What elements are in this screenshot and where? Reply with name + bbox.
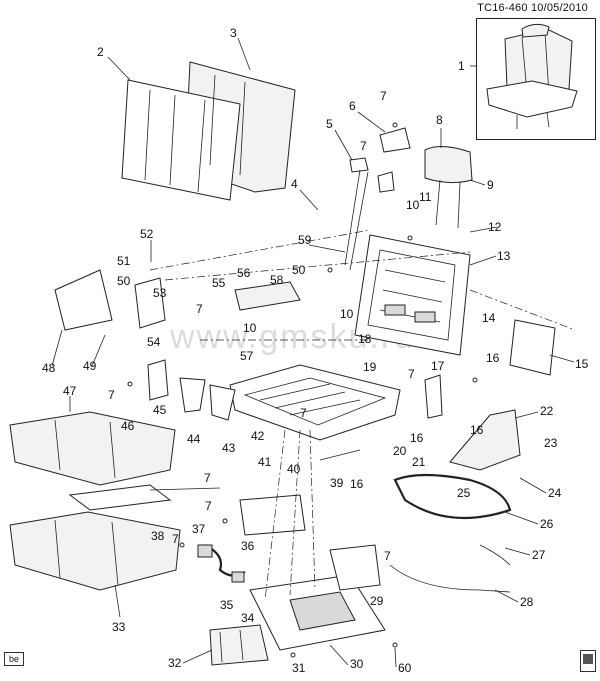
callout-60: 60 <box>398 661 412 675</box>
callout-44: 44 <box>187 432 201 446</box>
leader-lines <box>51 37 575 668</box>
callout-50b: 50 <box>292 263 306 277</box>
callout-16d: 16 <box>350 477 364 491</box>
callout-42: 42 <box>251 429 265 443</box>
callout-10a: 10 <box>406 198 420 212</box>
callout-11: 11 <box>419 190 432 204</box>
callout-34: 34 <box>241 611 255 625</box>
trim-pieces <box>234 281 556 376</box>
callout-35: 35 <box>220 598 234 612</box>
callout-17: 17 <box>431 359 445 373</box>
diagram-code: TC16-460 10/05/2010 <box>477 2 588 14</box>
reference-lines <box>149 229 576 341</box>
callout-40: 40 <box>287 462 301 476</box>
callout-2: 2 <box>97 45 104 59</box>
callout-7e: 7 <box>204 471 211 485</box>
callout-48: 48 <box>42 361 56 375</box>
seat-belt-assembly <box>344 127 411 271</box>
callout-16c: 16 <box>410 431 424 445</box>
callout-43: 43 <box>222 441 236 455</box>
callout-59: 59 <box>298 233 312 247</box>
callout-3: 3 <box>230 26 237 40</box>
callout-37: 37 <box>192 522 206 536</box>
callout-29: 29 <box>370 594 384 608</box>
seat-frame <box>229 364 401 441</box>
seat-overview-drawing <box>486 23 578 129</box>
callout-7j: 7 <box>300 406 307 420</box>
callout-7i: 7 <box>408 367 415 381</box>
callout-10b: 10 <box>243 321 257 335</box>
callout-54: 54 <box>147 335 161 349</box>
callout-19: 19 <box>363 360 377 374</box>
side-brackets <box>54 269 521 471</box>
callout-8: 8 <box>436 113 443 127</box>
callout-7a: 7 <box>380 89 387 103</box>
callout-51: 51 <box>117 254 131 268</box>
callout-32: 32 <box>168 656 182 670</box>
callout-10c: 10 <box>340 307 354 321</box>
callout-58: 58 <box>270 273 284 287</box>
callout-22: 22 <box>540 404 554 418</box>
callout-7d: 7 <box>108 388 115 402</box>
callout-15: 15 <box>575 357 589 371</box>
callout-39: 39 <box>330 476 344 490</box>
callout-52: 52 <box>140 227 154 241</box>
callout-13: 13 <box>497 249 511 263</box>
callout-47: 47 <box>63 384 77 398</box>
callout-53: 53 <box>153 286 167 300</box>
callout-55: 55 <box>212 276 226 290</box>
seat-back-cushions <box>121 61 296 201</box>
callout-9: 9 <box>487 178 494 192</box>
diagram-id: TC16-460 <box>477 2 528 14</box>
cables <box>149 449 512 593</box>
callout-5: 5 <box>326 117 333 131</box>
callout-56: 56 <box>237 266 251 280</box>
callout-57: 57 <box>240 349 254 363</box>
callout-7f: 7 <box>205 499 212 513</box>
callout-4: 4 <box>291 177 298 191</box>
callout-50a: 50 <box>117 274 131 288</box>
seat-riser <box>209 429 386 666</box>
callout-21: 21 <box>412 455 426 469</box>
seat-back-frame <box>354 234 471 356</box>
callout-28: 28 <box>520 595 534 609</box>
callout-18: 18 <box>358 332 372 346</box>
callout-46: 46 <box>121 419 135 433</box>
callout-16a: 16 <box>486 351 500 365</box>
callout-45: 45 <box>153 403 167 417</box>
callout-numbers: 1 2 3 4 5 6 7 7 7 7 7 7 7 7 7 7 8 9 10 1… <box>42 26 589 675</box>
callout-1: 1 <box>458 59 465 73</box>
callout-7b: 7 <box>360 139 367 153</box>
callout-38: 38 <box>151 529 165 543</box>
callout-24: 24 <box>548 486 562 500</box>
callout-7g: 7 <box>172 532 179 546</box>
callout-20: 20 <box>393 444 407 458</box>
wiring-harness <box>197 544 246 583</box>
gm-logo-icon <box>580 650 596 672</box>
callout-30: 30 <box>350 657 364 671</box>
fasteners <box>127 122 478 658</box>
callout-49: 49 <box>83 359 97 373</box>
callout-16b: 16 <box>470 423 484 437</box>
callout-14: 14 <box>482 311 496 325</box>
callout-23: 23 <box>544 436 558 450</box>
callout-6: 6 <box>349 99 356 113</box>
callout-33: 33 <box>112 620 126 634</box>
diagram-date: 10/05/2010 <box>530 2 588 14</box>
callout-36: 36 <box>241 539 255 553</box>
headrest <box>424 146 473 229</box>
callout-31: 31 <box>292 661 306 675</box>
seat-cushions <box>9 411 181 591</box>
footer-tag: be <box>4 652 24 666</box>
callout-41: 41 <box>258 455 272 469</box>
callout-27: 27 <box>532 548 546 562</box>
callout-26: 26 <box>540 517 554 531</box>
callout-7h: 7 <box>384 549 391 563</box>
callout-7c: 7 <box>196 302 203 316</box>
callout-25: 25 <box>457 486 471 500</box>
seat-overview-inset <box>476 18 596 140</box>
